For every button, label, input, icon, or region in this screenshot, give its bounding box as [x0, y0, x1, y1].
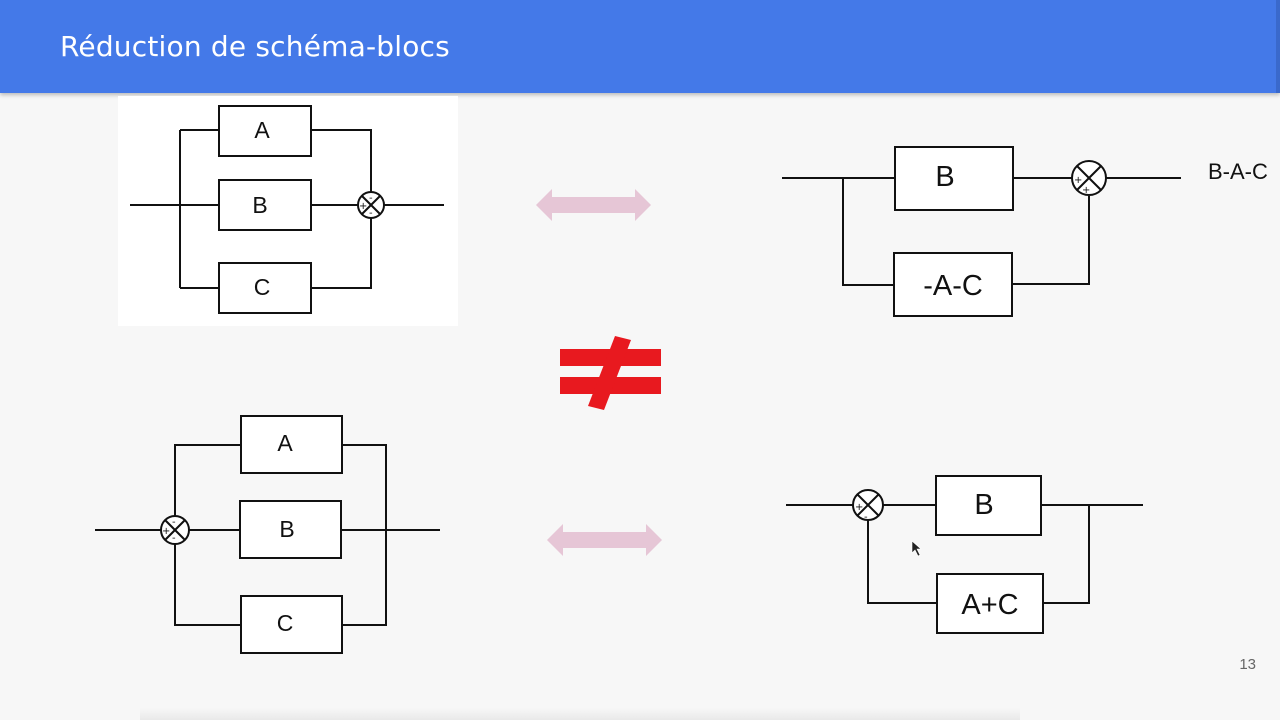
- sign-left: +: [359, 201, 367, 212]
- junction-cross-2: [1076, 165, 1102, 191]
- block-B: [239, 500, 342, 559]
- bottom-shadow: [140, 708, 1020, 720]
- block-A-label: A: [277, 430, 293, 456]
- wire-A-to-sum: [311, 129, 372, 192]
- block-C: [218, 262, 312, 314]
- block-B-label: B: [252, 192, 267, 218]
- diagram-top-right: B -A-C + + B-A-C: [782, 146, 1268, 317]
- block-C: [240, 595, 343, 654]
- sign-bottom: +: [1082, 185, 1090, 196]
- wire-to-A: [174, 444, 241, 516]
- block-minus-A-minus-C-label: -A-C: [923, 270, 983, 302]
- sign-left: +: [1074, 175, 1082, 186]
- slide-header: Réduction de schéma-blocs: [0, 0, 1280, 93]
- block-A-plus-C-label: A+C: [961, 589, 1018, 621]
- not-equal-icon: [560, 336, 661, 410]
- feedback-to-sum: [867, 520, 937, 604]
- output-label: B-A-C: [1208, 159, 1268, 184]
- sign-bottom: -: [172, 533, 176, 544]
- diagram-bottom-right: + - B A+C: [786, 475, 1143, 634]
- block-A-plus-C: [936, 573, 1044, 634]
- header-edge: [1276, 0, 1280, 93]
- junction-cross-2: [856, 493, 880, 517]
- wire-to-C: [174, 544, 241, 626]
- not-equal-slash: [588, 336, 631, 410]
- sign-left: +: [855, 502, 863, 513]
- branch-wire: [842, 178, 894, 286]
- feedback-wire: [1043, 505, 1090, 604]
- sign-top: -: [172, 517, 176, 528]
- double-arrow-icon: [536, 189, 651, 221]
- output-bus: [342, 444, 387, 626]
- block-C-label: C: [254, 274, 271, 300]
- diagram-bottom-left: + - - A B C: [95, 415, 440, 654]
- junction-cross-2: [361, 195, 381, 215]
- block-B: [935, 475, 1042, 536]
- block-minus-A-minus-C: [893, 252, 1013, 317]
- block-B-label: B: [935, 161, 954, 193]
- block-B-label: B: [974, 489, 993, 521]
- page-number: 13: [1239, 656, 1256, 673]
- sign-bottom: -: [864, 512, 868, 523]
- wire-feed-to-sum: [1012, 196, 1090, 285]
- block-A-label: A: [254, 117, 270, 143]
- diagram-top-left: A B C + - -: [130, 105, 444, 314]
- slide-title: Réduction de schéma-blocs: [60, 30, 450, 63]
- sign-left: +: [162, 526, 170, 537]
- sign-bottom: -: [369, 208, 373, 219]
- block-B-label: B: [279, 516, 294, 542]
- junction-cross-2: [164, 519, 186, 541]
- block-C-label: C: [277, 610, 294, 636]
- block-B: [218, 179, 312, 231]
- block-A: [218, 105, 312, 157]
- cursor-icon: [911, 540, 922, 557]
- sign-top: -: [369, 193, 373, 204]
- wire-C-to-sum: [311, 218, 372, 289]
- double-arrow-icon: [547, 524, 662, 556]
